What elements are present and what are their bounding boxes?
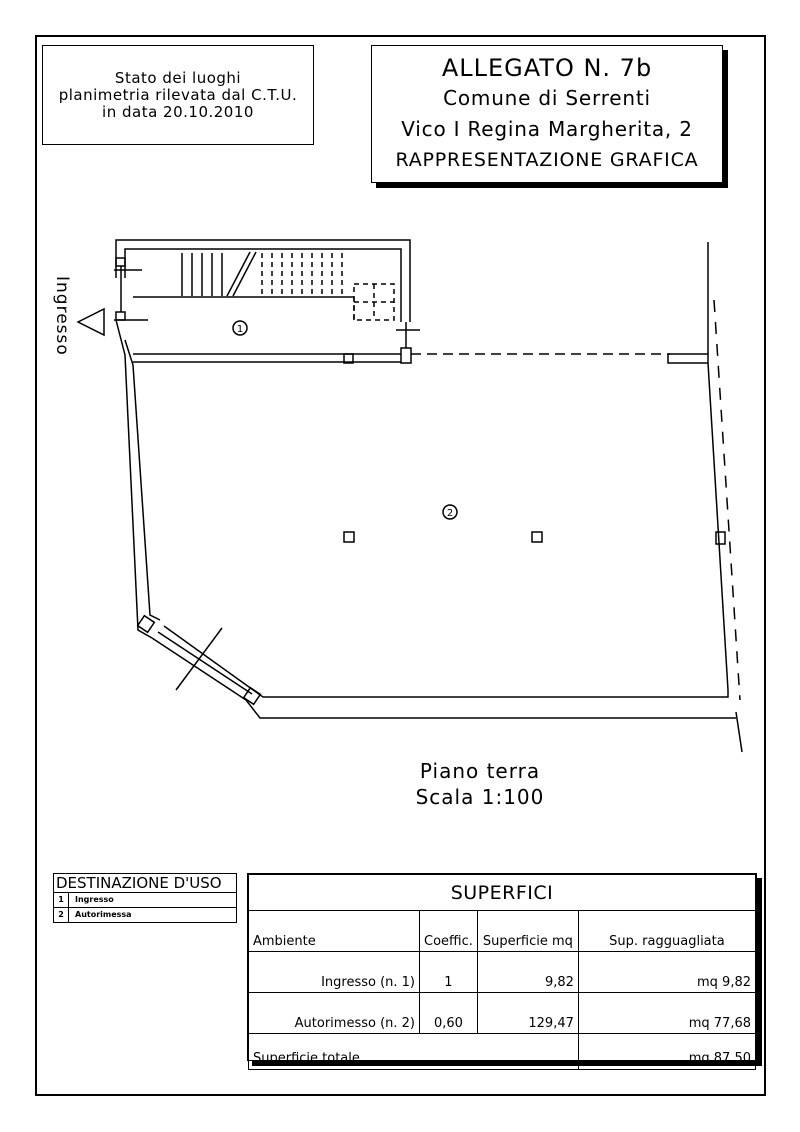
right-wall: [667, 353, 709, 364]
col-header-ambiente: Ambiente: [248, 910, 420, 952]
pillar: [531, 531, 543, 543]
usage-label: Autorimessa: [75, 910, 132, 919]
bottom-wall-inner: [255, 690, 729, 698]
col-header-ragguagliata: Sup. ragguagliata: [577, 910, 757, 952]
table-row: Autorimesso (n. 2) 0,60 129,47 mq 77,68: [248, 992, 757, 1034]
cell-ragguagliata: mq 9,82: [577, 951, 757, 993]
left-wall-outer: [115, 319, 153, 639]
room-1-marker-circle: [232, 320, 248, 336]
table-row: Ingresso (n. 1) 1 9,82 mq 9,82: [248, 951, 757, 993]
usage-num: 1: [54, 893, 69, 907]
room-2-marker: 2: [447, 508, 453, 519]
room-2-marker-circle: [442, 504, 458, 520]
survey-line-2: planimetria rilevata dal C.T.U.: [58, 85, 298, 104]
col-header-coeff: Coeffic.: [419, 910, 478, 952]
total-label: Superficie totale: [248, 1033, 579, 1070]
survey-info-box: Stato dei luoghi planimetria rilevata da…: [42, 45, 314, 145]
entrance-label: Ingresso: [52, 276, 72, 356]
survey-line-3: in data 20.10.2010: [102, 102, 254, 121]
annex-number: ALLEGATO N. 7b: [441, 54, 653, 82]
usage-table-title: DESTINAZIONE D'USO: [54, 874, 236, 893]
cell-superficie: 9,82: [476, 951, 579, 993]
plan-caption: Piano terra Scala 1:100: [380, 758, 580, 810]
right-wall-main: [707, 362, 729, 691]
usage-num: 2: [54, 908, 69, 922]
surfaces-table: SUPERFICI Ambiente Coeffic. Superficie m…: [247, 873, 757, 1070]
address: Vico I Regina Margherita, 2: [401, 117, 693, 141]
window-post: [136, 614, 156, 634]
entrance-wall-inner: [124, 248, 402, 322]
partition-post: [400, 347, 412, 364]
cell-coeff: 1: [419, 951, 478, 993]
title-box: ALLEGATO N. 7b Comune di Serrenti Vico I…: [371, 45, 723, 183]
pillar: [343, 531, 355, 543]
table-row: 1 Ingresso: [54, 893, 236, 907]
entrance-arrow: [76, 307, 105, 337]
left-wall-inner: [124, 339, 161, 621]
wall-post: [715, 531, 726, 545]
window-line: [151, 637, 247, 701]
right-wall-dashed: [713, 299, 741, 701]
bottom-wall-outer: [245, 699, 736, 719]
cell-ragguagliata: mq 77,68: [577, 992, 757, 1034]
entrance-wall-outer: [115, 239, 411, 322]
room-1-marker: 1: [237, 324, 243, 335]
cell-superficie: 129,47: [476, 992, 579, 1034]
stair-line: [226, 251, 251, 297]
total-value: mq 87,50: [577, 1033, 757, 1070]
window-line: [157, 631, 253, 695]
total-row: Superficie totale mq 87,50: [248, 1033, 757, 1070]
window-line: [163, 625, 257, 693]
representation-label: RAPPRESENTAZIONE GRAFICA: [395, 149, 699, 171]
cell-ambiente: Ingresso (n. 1): [248, 951, 420, 993]
window-post: [242, 686, 262, 706]
cell-ambiente: Autorimesso (n. 2): [248, 992, 420, 1034]
col-header-superficie: Superficie mq: [476, 910, 579, 952]
survey-line-1: Stato dei luoghi: [114, 68, 242, 87]
table-row: 2 Autorimessa: [54, 907, 236, 922]
door-post: [115, 311, 126, 321]
usage-table: DESTINAZIONE D'USO 1 Ingresso 2 Autorime…: [53, 873, 237, 923]
page-frame: [35, 35, 766, 1096]
door-post: [115, 257, 126, 267]
bottom-wall-end: [735, 711, 743, 753]
municipality: Comune di Serrenti: [443, 86, 651, 110]
partition-post: [343, 353, 354, 364]
usage-label: Ingresso: [75, 895, 114, 904]
stair-line: [232, 251, 257, 297]
cell-coeff: 0,60: [419, 992, 478, 1034]
surfaces-title: SUPERFICI: [248, 874, 756, 911]
scale: Scala 1:100: [415, 785, 545, 809]
window-mark: [175, 627, 223, 691]
floor-name: Piano terra: [419, 759, 541, 783]
